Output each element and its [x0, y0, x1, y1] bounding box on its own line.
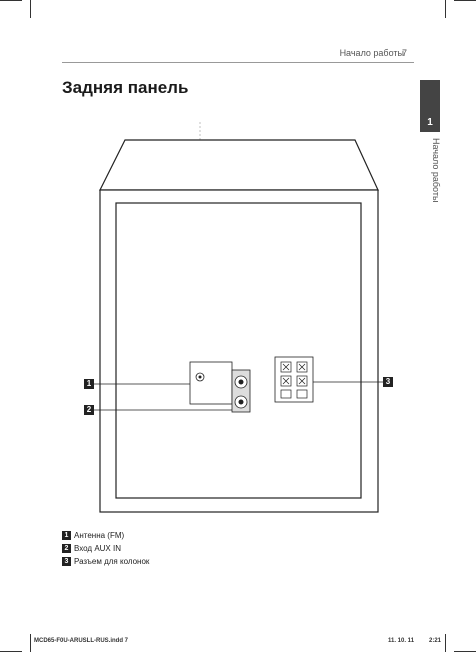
page-number: 7	[402, 48, 408, 58]
crop-mark	[445, 634, 446, 652]
legend-text: Вход AUX IN	[74, 544, 121, 553]
legend-number: 1	[62, 531, 71, 540]
callout-3: 3	[383, 377, 393, 387]
legend-number: 2	[62, 544, 71, 553]
legend-item: 3 Разъем для колонок	[62, 557, 149, 566]
device-top-face	[99, 139, 379, 191]
legend-item: 1 Антенна (FM)	[62, 531, 124, 540]
footer-time: 2:21	[429, 638, 442, 644]
crop-mark	[30, 634, 31, 652]
crop-mark	[454, 0, 476, 1]
crop-mark	[0, 0, 22, 1]
footer-date: 11. 10. 11	[388, 638, 415, 644]
header-rule	[62, 62, 414, 63]
running-head: Начало работы	[339, 48, 404, 58]
crop-mark	[445, 0, 446, 18]
chapter-tab: 1	[420, 80, 440, 132]
crop-mark	[30, 0, 31, 18]
speaker-terminals	[280, 361, 308, 399]
footer-filename: MCD65-F0U-ARUSLL-RUS.indd 7	[34, 638, 128, 644]
antenna-jack-pin	[198, 375, 202, 379]
chapter-label: Начало работы	[431, 138, 441, 203]
aux-jack-pin	[238, 379, 244, 385]
callout-1: 1	[84, 379, 94, 389]
aux-jack-pin	[238, 399, 244, 405]
chapter-number: 1	[427, 117, 433, 128]
legend-text: Разъем для колонок	[74, 557, 150, 566]
antenna-module	[189, 361, 233, 405]
legend-number: 3	[62, 557, 71, 566]
page-title: Задняя панель	[62, 78, 189, 97]
legend-text: Антенна (FM)	[74, 531, 125, 540]
legend-item: 2 Вход AUX IN	[62, 544, 121, 553]
rear-panel	[115, 202, 362, 499]
callout-2: 2	[84, 405, 94, 415]
